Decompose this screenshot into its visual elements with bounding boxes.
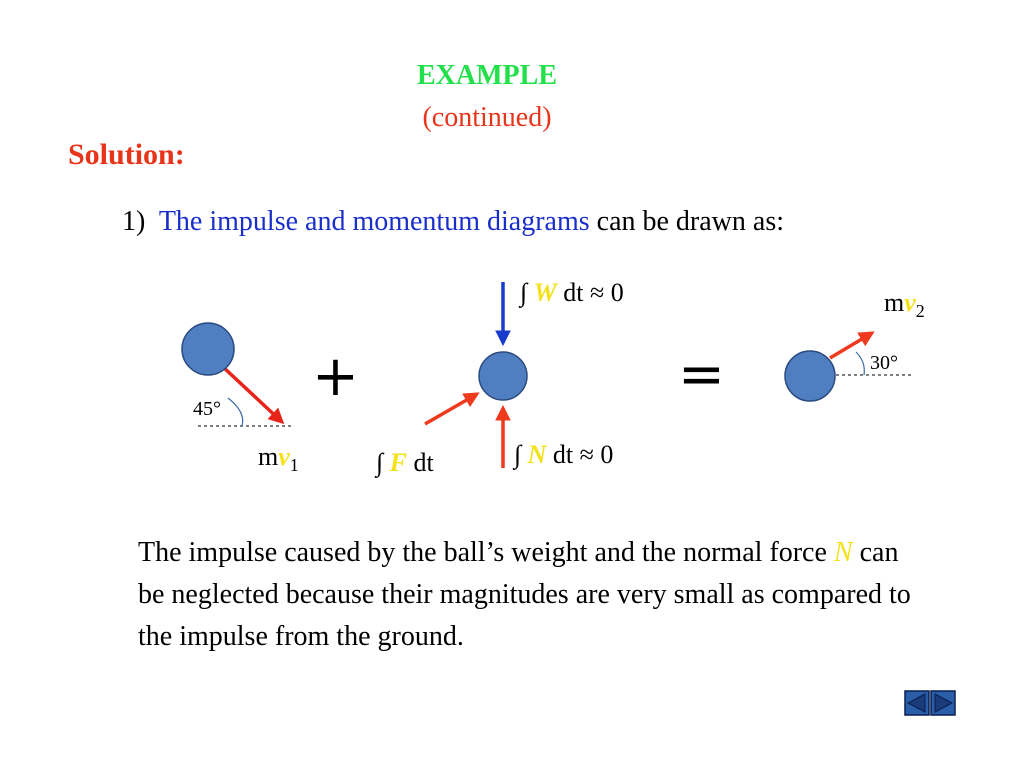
label-mv2-m: m xyxy=(884,288,905,317)
integral-sign: ∫ xyxy=(376,448,384,477)
step-1: 1) The impulse and momentum diagrams can… xyxy=(122,206,784,238)
angle-label-45: 45° xyxy=(193,398,221,420)
slide-navigation xyxy=(904,690,956,716)
label-mv2-v: v xyxy=(904,288,916,317)
solution-heading: Solution: xyxy=(68,138,185,171)
slide-subtitle: (continued) xyxy=(422,102,552,133)
integral-sign: ∫ xyxy=(520,278,528,307)
paragraph-text-2: can be neglected because their magnitude… xyxy=(138,537,911,652)
label-normal-impulse: ∫ N dt ≈ 0 xyxy=(514,440,613,470)
label-force-impulse: ∫ F dt xyxy=(376,448,434,478)
integral-sign: ∫ xyxy=(514,440,522,469)
label-mv1-m: m xyxy=(258,442,279,471)
ball-initial xyxy=(181,322,235,376)
explanation-paragraph: The impulse caused by the ball’s weight … xyxy=(138,532,928,658)
label-mv1-v: v xyxy=(278,442,290,471)
label-w-symbol: W xyxy=(533,278,557,307)
next-slide-button[interactable] xyxy=(930,690,956,716)
plus-sign: + xyxy=(312,344,359,409)
triangle-left-icon xyxy=(906,693,926,713)
step-text: can be drawn as: xyxy=(596,206,784,237)
triangle-right-icon xyxy=(934,693,954,713)
step-number: 1) xyxy=(122,206,146,237)
step-highlight: The impulse and momentum diagrams xyxy=(158,206,590,237)
label-f-rest: dt xyxy=(413,448,434,477)
angle-arc-45 xyxy=(227,397,244,427)
label-w-rest: dt ≈ 0 xyxy=(563,278,624,307)
angle-arc-30 xyxy=(855,351,865,376)
label-weight-impulse: ∫ W dt ≈ 0 xyxy=(520,278,624,308)
label-n-rest: dt ≈ 0 xyxy=(552,440,614,469)
momentum-arrow-v1 xyxy=(220,364,285,425)
label-mv2: mv2 xyxy=(884,288,925,321)
equals-sign: = xyxy=(678,342,725,407)
label-mv1: mv1 xyxy=(258,442,299,475)
paragraph-text-1: The impulse caused by the ball’s weight … xyxy=(138,537,827,568)
momentum-arrow-v2 xyxy=(829,331,875,360)
angle-label-30: 30° xyxy=(870,352,898,374)
label-n-symbol: N xyxy=(527,440,547,469)
prev-slide-button[interactable] xyxy=(904,690,930,716)
paragraph-symbol-n: N xyxy=(833,537,853,568)
ball-final xyxy=(784,350,836,402)
label-mv2-sub: 2 xyxy=(915,301,925,321)
label-f-symbol: F xyxy=(389,448,407,477)
slide-title: EXAMPLE xyxy=(417,60,557,91)
force-f-arrow xyxy=(424,392,480,426)
ball-impulse xyxy=(478,351,528,401)
label-mv1-sub: 1 xyxy=(289,455,299,475)
